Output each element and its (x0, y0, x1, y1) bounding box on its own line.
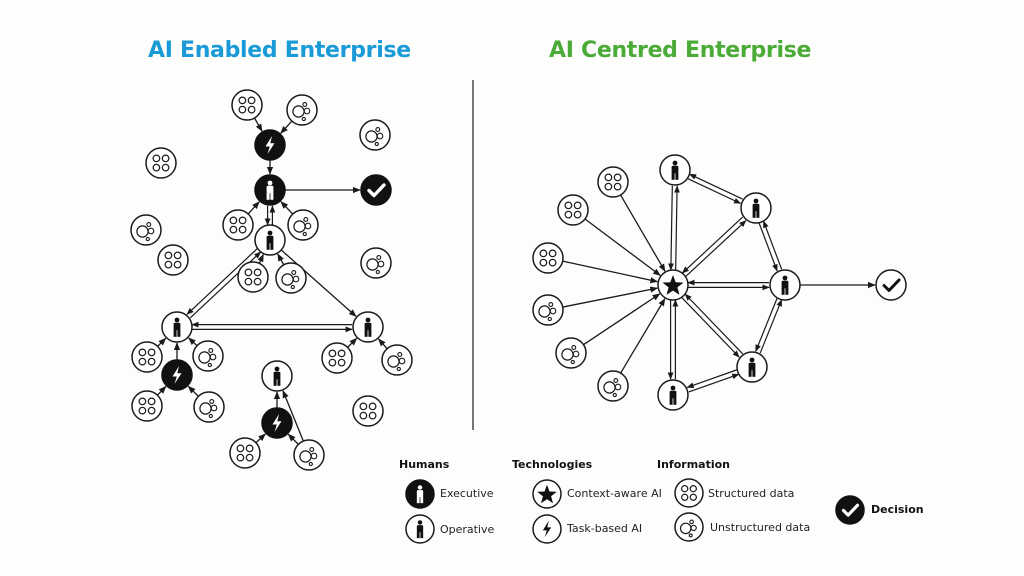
edge-L_u5-L_o1 (277, 253, 285, 266)
edge-R_s3-R_c (562, 260, 659, 284)
edge-R_c-R_o4 (681, 293, 744, 358)
edge-R_o3-R_o4 (755, 297, 783, 354)
edge-L_s1-L_t1 (253, 117, 263, 132)
structured-data-node (321, 342, 353, 374)
structured-data-node (222, 209, 254, 241)
legend-label-unstructured-data: Unstructured data (710, 521, 811, 534)
title-ai-enabled-enterprise: AI Enabled Enterprise (148, 38, 411, 63)
edge-R_c-R_o1 (668, 185, 680, 271)
edge-L_s9-L_t3 (255, 433, 266, 444)
structured-data-node (557, 194, 589, 226)
decision-node (875, 269, 907, 301)
operative-node (254, 224, 286, 256)
unstructured-data-node (293, 439, 325, 471)
edge-R_c-R_o3 (687, 279, 770, 291)
unstructured-data-node (555, 337, 587, 369)
context-aware-ai-icon (532, 479, 562, 509)
unstructured-data-node (381, 344, 413, 376)
edge-R_u2-R_c (583, 293, 661, 346)
task-based-ai-node (254, 129, 286, 161)
legend-heading-information: Information (657, 458, 730, 471)
edge-L_o2-L_o3 (191, 321, 353, 333)
decision-icon (835, 495, 865, 525)
operative-node (740, 192, 772, 224)
legend-heading-technologies: Technologies (512, 458, 593, 471)
legend-icons (405, 478, 865, 544)
unstructured-data-node (359, 119, 391, 151)
legend-label-executive: Executive (440, 487, 494, 500)
task-based-ai-node (161, 359, 193, 391)
title-ai-centred-enterprise: AI Centred Enterprise (549, 38, 812, 63)
legend-label-decision: Decision (871, 503, 924, 516)
edge-L_u3-L_e (280, 201, 294, 215)
decision-node (360, 174, 392, 206)
structured-data-node (131, 341, 163, 373)
structured-data-icon (674, 478, 704, 508)
edge-L_o1-L_o3 (280, 249, 357, 317)
unstructured-data-node (360, 247, 392, 279)
legend-label-structured-data: Structured data (708, 487, 795, 500)
structured-data-node (237, 261, 269, 293)
nodes-layer (130, 89, 907, 471)
edge-L_s5-L_o1 (257, 253, 264, 264)
edge-L_u8-L_t2 (187, 385, 199, 397)
edge-L_o1-L_e (264, 205, 276, 226)
operative-node (659, 154, 691, 186)
unstructured-data-node (193, 391, 225, 423)
edge-L_s6-L_o2 (157, 337, 167, 347)
edge-R_c-R_o5 (667, 299, 679, 380)
operative-icon (405, 514, 435, 544)
structured-data-node (597, 166, 629, 198)
edge-R_c-R_o2 (681, 216, 747, 277)
operative-node (736, 351, 768, 383)
edge-L_u10-L_o4 (282, 390, 304, 442)
edge-L_u1-L_t1 (280, 120, 293, 134)
unstructured-data-node (597, 370, 629, 402)
executive-icon (405, 479, 435, 509)
legend-heading-humans: Humans (399, 458, 450, 471)
unstructured-data-node (192, 340, 224, 372)
legend-label-context-aware-ai: Context-aware AI (567, 487, 662, 500)
structured-data-node (231, 89, 263, 121)
unstructured-data-node (275, 262, 307, 294)
edge-L_s8-L_o3 (347, 337, 358, 348)
edge-L_u9-L_o3 (378, 338, 388, 350)
legend-label-task-based-ai: Task-based AI (567, 522, 643, 535)
legend-label-operative: Operative (440, 523, 495, 536)
edge-L_u7-L_o2 (188, 337, 198, 347)
structured-data-node (131, 390, 163, 422)
structured-data-node (145, 147, 177, 179)
context-aware-ai-node (657, 269, 689, 301)
edge-L_u10-L_t3 (287, 433, 299, 445)
structured-data-node (157, 244, 189, 276)
operative-node (261, 360, 293, 392)
operative-node (161, 311, 193, 343)
edges-layer (156, 117, 876, 445)
edge-L_s7-L_t2 (156, 385, 167, 396)
structured-data-node (352, 395, 384, 427)
task-based-ai-icon (532, 514, 562, 544)
unstructured-data-node (532, 294, 564, 326)
edge-R_o2-R_o3 (758, 220, 783, 272)
edge-R_u3-R_c (620, 298, 666, 374)
task-based-ai-node (261, 407, 293, 439)
unstructured-data-node (130, 214, 162, 246)
edge-R_u1-R_c (562, 286, 659, 308)
structured-data-node (532, 242, 564, 274)
structured-data-node (229, 437, 261, 469)
executive-node (254, 174, 286, 206)
edge-R_o1-R_o2 (687, 173, 743, 204)
edge-R_s1-R_c (619, 194, 666, 272)
unstructured-data-node (286, 94, 318, 126)
operative-node (657, 379, 689, 411)
edge-R_s2-R_c (584, 218, 661, 276)
operative-node (352, 311, 384, 343)
unstructured-data-icon (674, 512, 704, 542)
edge-L_s3-L_e (247, 201, 260, 215)
edge-R_o4-R_o5 (686, 369, 740, 393)
unstructured-data-node (287, 209, 319, 241)
operative-node (769, 269, 801, 301)
